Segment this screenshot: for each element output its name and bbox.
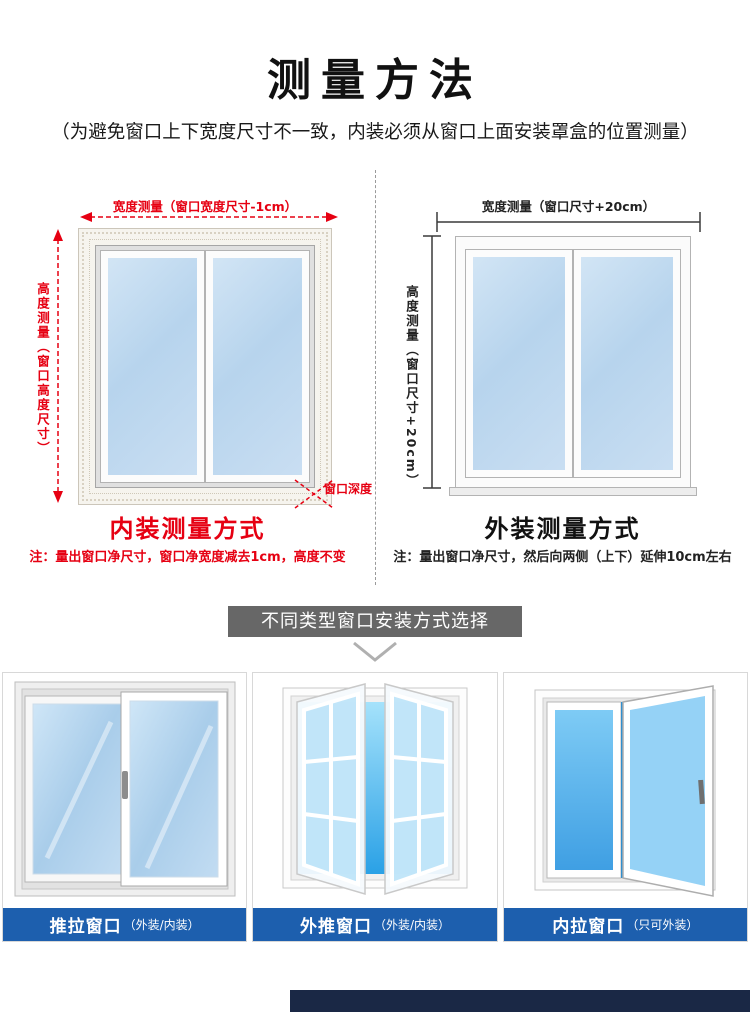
window-type-sub: （只可外装）: [626, 918, 699, 932]
window-casing-trim-outer: [82, 232, 328, 501]
chevron-down-icon: [353, 641, 397, 662]
window-type-name: 内拉窗口: [552, 917, 625, 937]
outer-width-measure-label: 宽度测量（窗口尺寸+20cm）: [481, 199, 656, 214]
card-sliding-window: 推拉窗口 （外装/内装）: [2, 672, 248, 942]
outer-method-title: 外装测量方式: [484, 515, 641, 543]
inner-install-window-diagram: [78, 228, 332, 505]
window-type-sub: （外装/内装）: [123, 918, 200, 932]
inner-width-measure-label: 宽度测量（窗口宽度尺寸-1cm）: [112, 199, 298, 214]
inner-height-measure-label: 高度测量（窗口高度尺寸）: [35, 282, 50, 456]
window-type-cards: 推拉窗口 （外装/内装）: [0, 672, 750, 942]
window-pane-left: [100, 250, 205, 483]
card-pull-in-window: 内拉窗口 （只可外装）: [502, 672, 748, 942]
window-depth-label: 窗口深度: [324, 482, 373, 496]
outer-install-window-diagram: [449, 236, 697, 496]
page-title: 测量方法: [267, 55, 483, 106]
push-out-window-illustration: [253, 673, 496, 908]
window-pane-left: [465, 249, 573, 478]
card-push-out-window: 外推窗口 （外装/内装）: [252, 672, 498, 942]
window-type-name: 外推窗口: [299, 917, 372, 937]
panel-divider: [375, 170, 376, 585]
card-label-sliding: 推拉窗口 （外装/内装）: [3, 908, 247, 941]
window-casing-trim-inner: [89, 239, 321, 494]
outer-method-note: 注：量出窗口净尺寸，然后向两侧（上下）延伸10cm左右: [393, 550, 732, 565]
window-frame: [95, 245, 315, 488]
inner-method-title: 内装测量方式: [109, 515, 266, 543]
section-banner: 不同类型窗口安装方式选择: [228, 606, 522, 637]
window-type-name: 推拉窗口: [49, 917, 122, 937]
inner-method-note: 注：量出窗口净尺寸，窗口净宽度减去1cm，高度不变: [29, 550, 346, 565]
outer-height-measure-label: 高度测量（窗口尺寸+20cm）: [404, 285, 419, 489]
card-label-push-out: 外推窗口 （外装/内装）: [253, 908, 497, 941]
card-label-pull-in: 内拉窗口 （只可外装）: [503, 908, 747, 941]
window-pane-right: [573, 249, 681, 478]
page-subtitle: （为避免窗口上下宽度尺寸不一致，内装必须从窗口上面安装罩盒的位置测量）: [51, 122, 699, 143]
sliding-window-illustration: [3, 673, 246, 908]
window-pane-right: [205, 250, 310, 483]
window-type-sub: （外装/内装）: [373, 918, 451, 932]
bottom-navy-bar: [290, 990, 750, 1012]
pull-in-window-illustration: [504, 673, 747, 908]
